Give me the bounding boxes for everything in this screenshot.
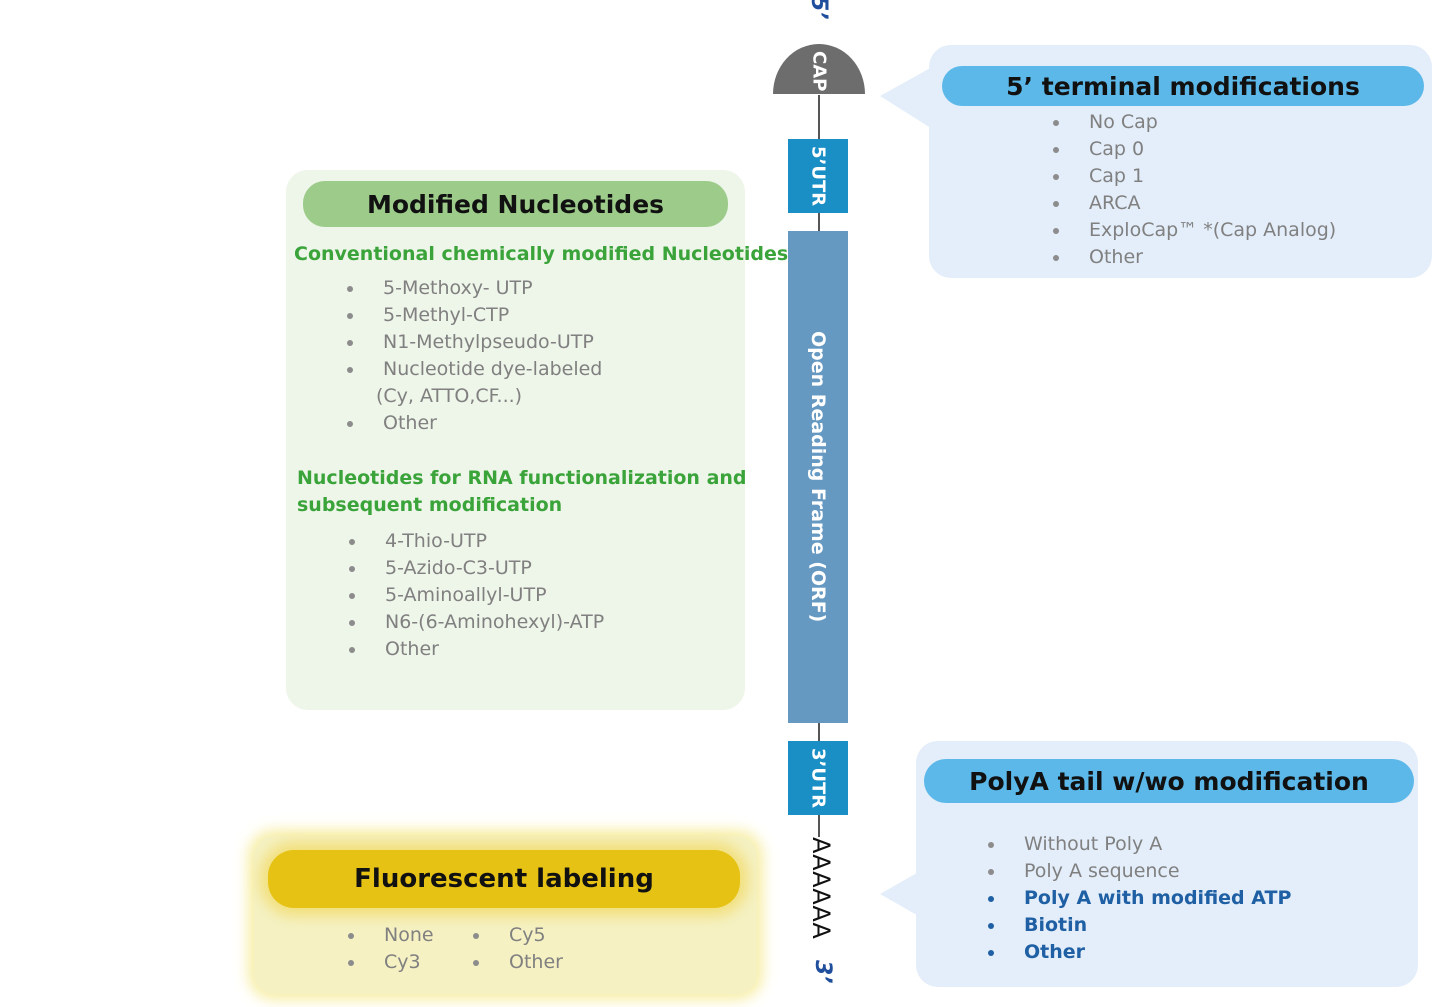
list-item-continuation: (Cy, ATTO,CF...) xyxy=(376,385,523,407)
list-item: Cap 1 xyxy=(1052,163,1336,190)
fluorescent-list-col1: None Cy3 xyxy=(347,922,434,976)
list-item: Other xyxy=(348,636,604,663)
list-item: No Cap xyxy=(1052,109,1336,136)
cap-shape xyxy=(773,44,865,94)
list-item: Poly A with modified ATP xyxy=(987,885,1291,912)
list-item: Other xyxy=(472,949,563,976)
orf-block: Open Reading Frame (ORF) xyxy=(788,231,848,723)
list-item: N6-(6-Aminohexyl)-ATP xyxy=(348,609,604,636)
fluorescent-list-col2: Cy5 Other xyxy=(472,922,563,976)
list-item: 4-Thio-UTP xyxy=(348,528,604,555)
strand-connector xyxy=(818,95,820,139)
fluorescent-title: Fluorescent labeling xyxy=(268,850,740,908)
polya-title: PolyA tail w/wo modification xyxy=(924,759,1414,803)
utr3-block: 3’UTR xyxy=(788,741,848,815)
list-item: Biotin xyxy=(987,912,1291,939)
callout-pointer-5prime xyxy=(880,66,934,130)
list-item: N1-Methylpseudo-UTP xyxy=(346,329,602,356)
list-item: Without Poly A xyxy=(987,831,1291,858)
list-item: 5-Methoxy- UTP xyxy=(346,275,602,302)
list-item: 5-Methyl-CTP xyxy=(346,302,602,329)
utr5-block: 5’UTR xyxy=(788,139,848,213)
group2-heading-line1: Nucleotides for RNA functionalization an… xyxy=(297,467,747,489)
list-item: ExploCap™ *(Cap Analog) xyxy=(1052,217,1336,244)
list-item: Cy5 xyxy=(472,922,563,949)
list-item: Cy3 xyxy=(347,949,434,976)
three-prime-end-label: 3’ xyxy=(810,960,835,984)
list-item: Other xyxy=(346,410,602,437)
cap-label: CAP xyxy=(808,50,830,92)
polya-list: Without Poly A Poly A sequence Poly A wi… xyxy=(987,831,1291,966)
group1-list: 5-Methoxy- UTP 5-Methyl-CTP N1-Methylpse… xyxy=(346,275,602,437)
list-item: None xyxy=(347,922,434,949)
list-item: Cap 0 xyxy=(1052,136,1336,163)
group2-heading-line2: subsequent modification xyxy=(297,494,563,516)
strand-connector xyxy=(818,815,820,837)
modified-nucleotides-panel xyxy=(286,170,745,710)
list-item: Other xyxy=(987,939,1291,966)
polya-tail-label: AAAAAA xyxy=(807,837,835,939)
strand-connector xyxy=(818,723,820,741)
list-item: 5-Azido-C3-UTP xyxy=(348,555,604,582)
five-prime-mods-title: 5’ terminal modifications xyxy=(942,66,1424,106)
list-item: ARCA xyxy=(1052,190,1336,217)
five-prime-mods-list: No Cap Cap 0 Cap 1 ARCA ExploCap™ *(Cap … xyxy=(1052,109,1336,271)
strand-connector xyxy=(818,213,820,231)
group1-heading: Conventional chemically modified Nucleot… xyxy=(294,243,789,265)
list-item: Poly A sequence xyxy=(987,858,1291,885)
group2-list: 4-Thio-UTP 5-Azido-C3-UTP 5-Aminoallyl-U… xyxy=(348,528,604,663)
list-item: 5-Aminoallyl-UTP xyxy=(348,582,604,609)
list-item: Other xyxy=(1052,244,1336,271)
five-prime-end-label: 5’ xyxy=(806,0,831,20)
list-item: Nucleotide dye-labeled xyxy=(346,356,602,383)
modified-nucleotides-title: Modified Nucleotides xyxy=(303,181,728,227)
